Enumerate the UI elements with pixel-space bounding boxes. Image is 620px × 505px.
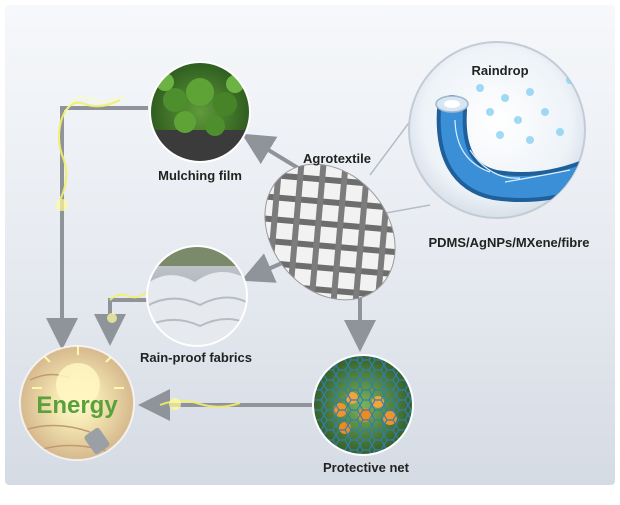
lightning-icon [56, 95, 241, 410]
raindrop-icon [476, 76, 574, 144]
agrotextile-node [264, 163, 396, 301]
rain-proof-node [146, 245, 248, 347]
fibre-node: Raindrop [408, 41, 586, 219]
fibre-label: PDMS/AgNPs/MXene/fibre [428, 235, 589, 250]
raindrop-label: Raindrop [471, 63, 528, 78]
woven-textile-icon [264, 163, 396, 301]
coated-fibre-icon [435, 76, 585, 203]
arrow-to-mulching [241, 133, 300, 170]
rain-proof-label: Rain-proof fabrics [140, 350, 252, 365]
protective-net-node [312, 354, 414, 456]
energy-label: Energy [36, 392, 118, 419]
mulching-film-label: Mulching film [158, 168, 242, 183]
arrow-mulching-to-energy [46, 106, 148, 350]
agrotextile-label: Agrotextile [303, 151, 371, 166]
protective-net-label: Protective net [323, 460, 410, 475]
energy-node: Energy [19, 345, 135, 461]
net-with-fruit-icon [313, 355, 413, 455]
